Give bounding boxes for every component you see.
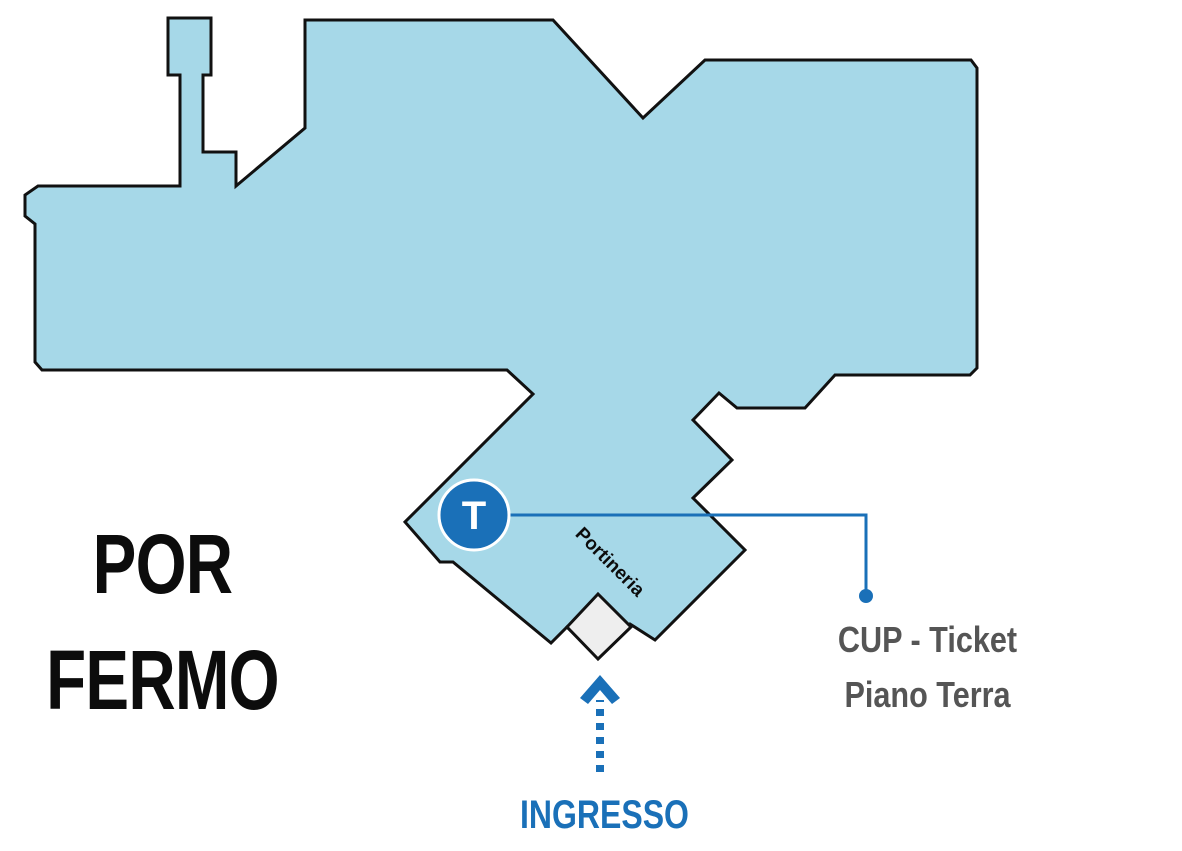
callout-leader-line — [474, 513, 868, 595]
callout-endpoint-dot — [859, 589, 873, 603]
entrance-label: INGRESSO — [520, 793, 689, 837]
entrance-arrow-head — [580, 675, 620, 704]
callout-label-line-2: Piano Terra — [844, 674, 1011, 715]
ticket-marker-circle[interactable] — [437, 478, 511, 552]
entrance-arrow-icon — [580, 675, 620, 772]
callout-label-line-1: CUP - Ticket — [837, 619, 1018, 660]
map-title-line-1: POR — [92, 517, 233, 611]
ticket-marker-letter: T — [462, 494, 486, 538]
ticket-marker[interactable]: T — [437, 478, 511, 552]
entrance-box — [564, 591, 634, 662]
map-title-line-2: FERMO — [46, 633, 279, 727]
building-outline — [23, 16, 979, 660]
